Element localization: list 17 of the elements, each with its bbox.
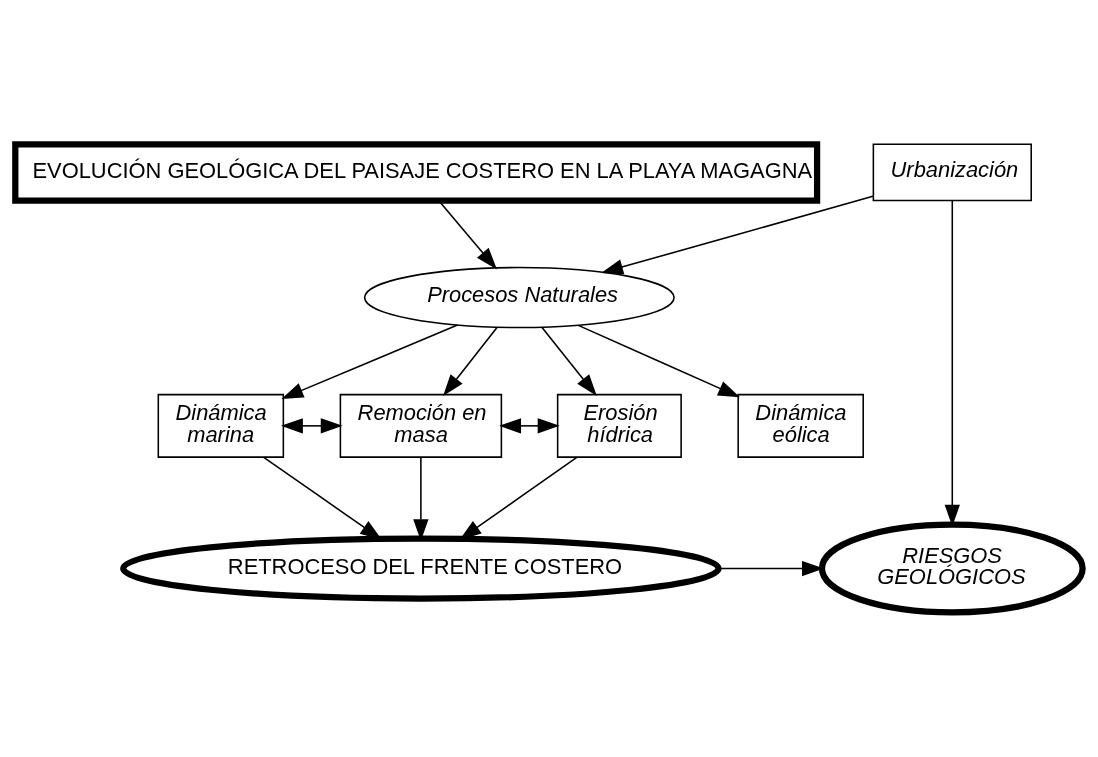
node-box: Urbanización — [872, 143, 1032, 202]
node-box: Remoción en masa — [339, 393, 503, 458]
node-box: Dinámica marina — [157, 393, 285, 458]
node-ellipse: RIESGOS GEOLÓGICOS — [818, 521, 1086, 616]
arrow — [541, 326, 597, 397]
node-ellipse: Procesos Naturales — [363, 266, 675, 329]
node-ellipse: RETROCESO DEL FRENTE COSTERO — [120, 535, 722, 602]
arrow — [577, 324, 741, 398]
arrow — [499, 418, 560, 434]
arrow — [443, 326, 498, 397]
node-box: EVOLUCIÓN GEOLÓGICA DEL PAISAJE COSTERO EN LA PLAYA MAGAGNA — [12, 141, 821, 204]
arrow — [601, 195, 874, 275]
arrow — [280, 418, 343, 434]
arrow — [281, 324, 459, 399]
node-box: Erosión hídrica — [556, 393, 682, 458]
node-box: Dinámica eólica — [737, 393, 864, 458]
arrow — [438, 200, 497, 270]
